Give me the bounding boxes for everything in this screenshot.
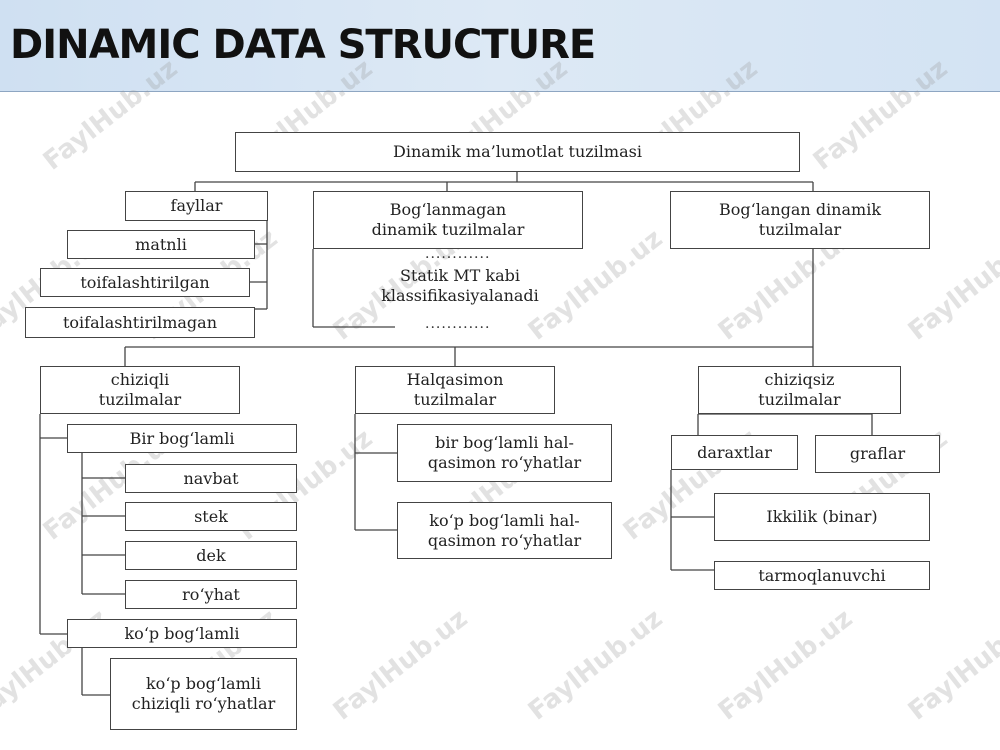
text-statik: Statik MT kabi klassifikasiyalanadi <box>381 266 539 305</box>
node-chiziqli: chiziqli tuzilmalar <box>40 366 240 414</box>
node-halqasimon: Halqasimon tuzilmalar <box>355 366 555 414</box>
slide-title: DINAMIC DATA STRUCTURE <box>10 22 596 68</box>
node-fayllar: fayllar <box>125 191 268 221</box>
dots-bottom: ............ <box>425 316 491 332</box>
node-navbat: navbat <box>125 464 297 493</box>
node-toifalashtirilmagan: toifalashtirilmagan <box>25 307 255 338</box>
title-bar: DINAMIC DATA STRUCTURE <box>0 0 1000 92</box>
node-bir-halqa: bir bog‘lamli hal- qasimon ro‘yhatlar <box>397 424 612 482</box>
node-kop-boglamli: ko‘p bog‘lamli <box>67 619 297 648</box>
node-toifalashtirilgan: toifalashtirilgan <box>40 268 250 297</box>
node-ikkilik: Ikkilik (binar) <box>714 493 930 541</box>
node-stek: stek <box>125 502 297 531</box>
node-kop-chiziqli: ko‘p bog‘lamli chiziqli ro‘yhatlar <box>110 658 297 730</box>
node-tarmoqlanuvchi: tarmoqlanuvchi <box>714 561 930 590</box>
node-kop-halqa: ko‘p bog‘lamli hal- qasimon ro‘yhatlar <box>397 502 612 559</box>
node-root: Dinamik ma’lumotlat tuzilmasi <box>235 132 800 172</box>
dots-top: ............ <box>425 246 491 262</box>
node-bir-boglamli: Bir bog‘lamli <box>67 424 297 453</box>
node-daraxtlar: daraxtlar <box>671 435 798 470</box>
node-graflar: graflar <box>815 435 940 473</box>
node-boglangan: Bog‘langan dinamik tuzilmalar <box>670 191 930 249</box>
node-boglanmagan: Bog‘lanmagan dinamik tuzilmalar <box>313 191 583 249</box>
node-dek: dek <box>125 541 297 570</box>
node-matnli: matnli <box>67 230 255 259</box>
node-royhat: ro‘yhat <box>125 580 297 609</box>
node-chiziqsiz: chiziqsiz tuzilmalar <box>698 366 901 414</box>
